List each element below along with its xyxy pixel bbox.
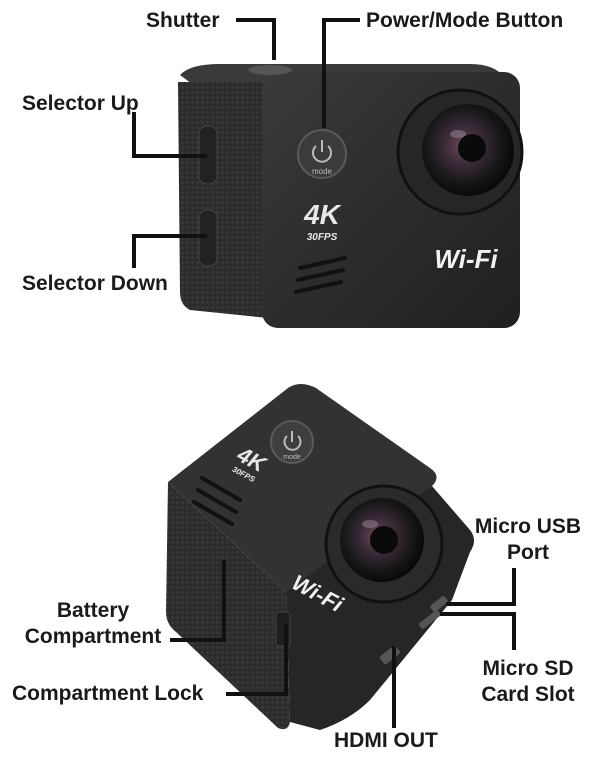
callout-battery-line2: Compartment bbox=[24, 625, 162, 648]
shutter-button bbox=[248, 65, 292, 75]
callout-selector-up: Selector Up bbox=[22, 92, 139, 115]
micro-usb-port bbox=[430, 596, 448, 612]
power-mode-button bbox=[297, 129, 347, 179]
callout-battery-line1: Battery bbox=[56, 599, 130, 622]
wifi-logo: Wi-Fi bbox=[434, 244, 498, 274]
callout-battery-compartment: Battery Compartment bbox=[20, 598, 166, 650]
camera-angled-view: mode 4K 30FPS Wi-Fi bbox=[166, 384, 474, 730]
mode-marking: mode bbox=[312, 167, 333, 176]
callout-micro-usb-line2: Port bbox=[507, 541, 549, 564]
30fps-marking: 30FPS bbox=[307, 232, 338, 243]
callout-micro-sd-line2: Card Slot bbox=[481, 683, 575, 706]
callout-selector-down: Selector Down bbox=[22, 272, 168, 295]
callout-hdmi-out: HDMI OUT bbox=[334, 729, 438, 752]
callout-lines bbox=[132, 18, 516, 728]
camera-front-view: mode 4K 30FPS Wi-Fi bbox=[178, 64, 524, 328]
speaker-grille-icon bbox=[294, 256, 347, 294]
4k-logo: 4K bbox=[303, 199, 342, 230]
svg-text:mode: mode bbox=[283, 454, 301, 461]
callout-micro-sd-line1: Micro SD bbox=[482, 657, 574, 680]
callout-micro-usb-port: Micro USB Port bbox=[466, 514, 590, 566]
callout-compartment-lock: Compartment Lock bbox=[12, 682, 204, 705]
micro-sd-slot bbox=[418, 610, 441, 629]
callout-micro-usb-line1: Micro USB bbox=[474, 515, 582, 538]
callout-shutter: Shutter bbox=[146, 9, 220, 32]
callout-power-mode-button: Power/Mode Button bbox=[366, 9, 564, 32]
callout-micro-sd-card-slot: Micro SD Card Slot bbox=[466, 656, 590, 708]
